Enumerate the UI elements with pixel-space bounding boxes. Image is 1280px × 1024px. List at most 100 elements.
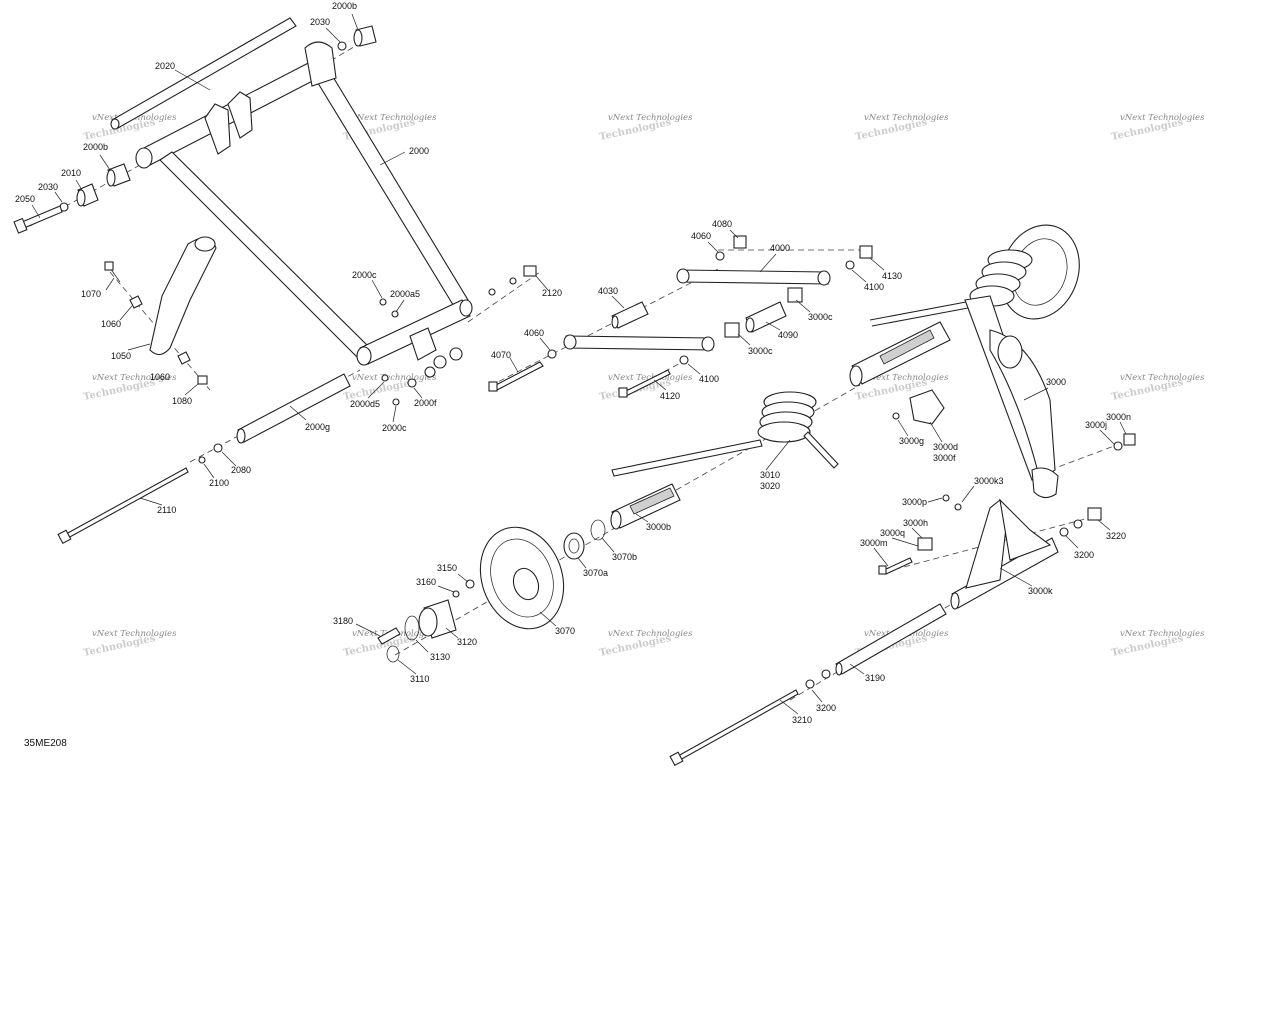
leader [355, 623, 381, 637]
washer-3200-b [1073, 519, 1083, 529]
callout-label: 2100 [209, 478, 229, 488]
callout-label: 4080 [712, 219, 732, 229]
watermark-text: vNext Technologies [92, 629, 177, 639]
leader [911, 527, 923, 539]
callout-label: 2000g [305, 422, 330, 432]
bushing [424, 366, 436, 378]
bolt-2050 [21, 205, 63, 229]
leader [891, 537, 919, 547]
wheel-rim [490, 538, 554, 618]
bushing-2000b-top [353, 25, 377, 47]
bearing-bore [568, 538, 580, 554]
callout-label: 4060 [691, 231, 711, 241]
left-hardware [13, 163, 131, 234]
bolt-head [13, 217, 28, 234]
tube-end [135, 147, 153, 169]
bolt-3180 [377, 627, 401, 645]
bracket-plate [204, 103, 231, 155]
nut-3220 [1087, 507, 1102, 521]
fitting-2000c-b [392, 398, 400, 406]
callout-label: 3010 [760, 470, 780, 480]
callout-label: 3000p [902, 497, 927, 507]
callout-label: 2000b [83, 142, 108, 152]
callout-label: 3190 [865, 673, 885, 683]
bolt-head [878, 565, 887, 575]
bushing-3000c-a [787, 287, 803, 303]
callout-label: 3000g [899, 436, 924, 446]
spring-leg [611, 439, 763, 477]
tube-end [610, 510, 622, 530]
bushing [449, 347, 463, 361]
rear-arm-3000 [849, 224, 1080, 499]
wheel-3070 [479, 526, 565, 630]
front-arm-2000 [135, 41, 473, 378]
drawing-code: 35ME208 [24, 738, 67, 749]
callout-label: 2000 [409, 146, 429, 156]
tube-2000g [236, 373, 351, 444]
lower-bracket [409, 327, 437, 361]
watermark-text: vNext Technologies [1120, 113, 1205, 123]
bushing-face [76, 189, 86, 207]
bolt-shaft [65, 467, 189, 539]
leader [367, 381, 385, 399]
callout-label: 3070 [555, 626, 575, 636]
callout-label: 4030 [598, 286, 618, 296]
leader [765, 321, 781, 331]
watermark-text: vNext Technologies [608, 113, 693, 123]
nut-3000k3 [954, 503, 962, 511]
callout-label: 3000 [1046, 377, 1066, 387]
watermark-text: vNext Technologies [608, 629, 693, 639]
nut-3000h [917, 537, 933, 551]
leader [379, 151, 406, 166]
callout-label: 1060 [150, 372, 170, 382]
bolt-head [618, 387, 628, 398]
callout-label: 2030 [310, 17, 330, 27]
leader [1119, 421, 1127, 435]
lever-body [149, 237, 217, 356]
link-eye [676, 268, 690, 284]
leader [392, 405, 397, 423]
callout-label: 2000c [382, 423, 407, 433]
callout-label: 3130 [430, 652, 450, 662]
leader [31, 204, 41, 219]
lever-eye [194, 236, 216, 252]
callout-label: 2000b [332, 1, 357, 11]
washer-2120-b [509, 277, 517, 285]
callout-label: 2050 [15, 194, 35, 204]
bushing-3000c-b [724, 322, 740, 338]
leader [1097, 519, 1111, 531]
callout-label: 2000f [414, 398, 437, 408]
callout-label: 4120 [660, 391, 680, 401]
leader [457, 573, 469, 583]
callout-label: 3000b [646, 522, 671, 532]
leader [445, 627, 459, 639]
nut-4130 [859, 245, 873, 259]
leader [184, 383, 199, 396]
watermark-text: vNext Technologies [352, 373, 437, 383]
callout-label: 3000m [860, 538, 888, 548]
callout-label: 3000k3 [974, 476, 1004, 486]
clip-3070b [590, 519, 606, 541]
washer-4100-b [679, 355, 689, 365]
callout-label: 3200 [1074, 550, 1094, 560]
callout-label: 4060 [524, 328, 544, 338]
watermark-text: vNext Technologies [864, 113, 949, 123]
callout-label: 3000f [933, 453, 956, 463]
callout-label: 2000c [352, 270, 377, 280]
nut-1080 [197, 375, 208, 385]
tube-end [835, 662, 843, 676]
watermark-text: vNext Technologies [92, 373, 177, 383]
rod-body [111, 17, 297, 129]
leader [351, 13, 359, 31]
leader [539, 611, 557, 627]
callout-label: 2000a5 [390, 289, 420, 299]
bolt-head [669, 751, 684, 767]
leader [765, 439, 791, 471]
tube-3190 [835, 603, 947, 675]
washer-3160 [452, 590, 460, 598]
slide-tube-shade [879, 329, 935, 365]
callout-label: 2030 [38, 182, 58, 192]
bolt-head [488, 381, 498, 392]
callout-label: 2020 [155, 61, 175, 71]
watermark-text: vNext Technologies [1120, 629, 1205, 639]
